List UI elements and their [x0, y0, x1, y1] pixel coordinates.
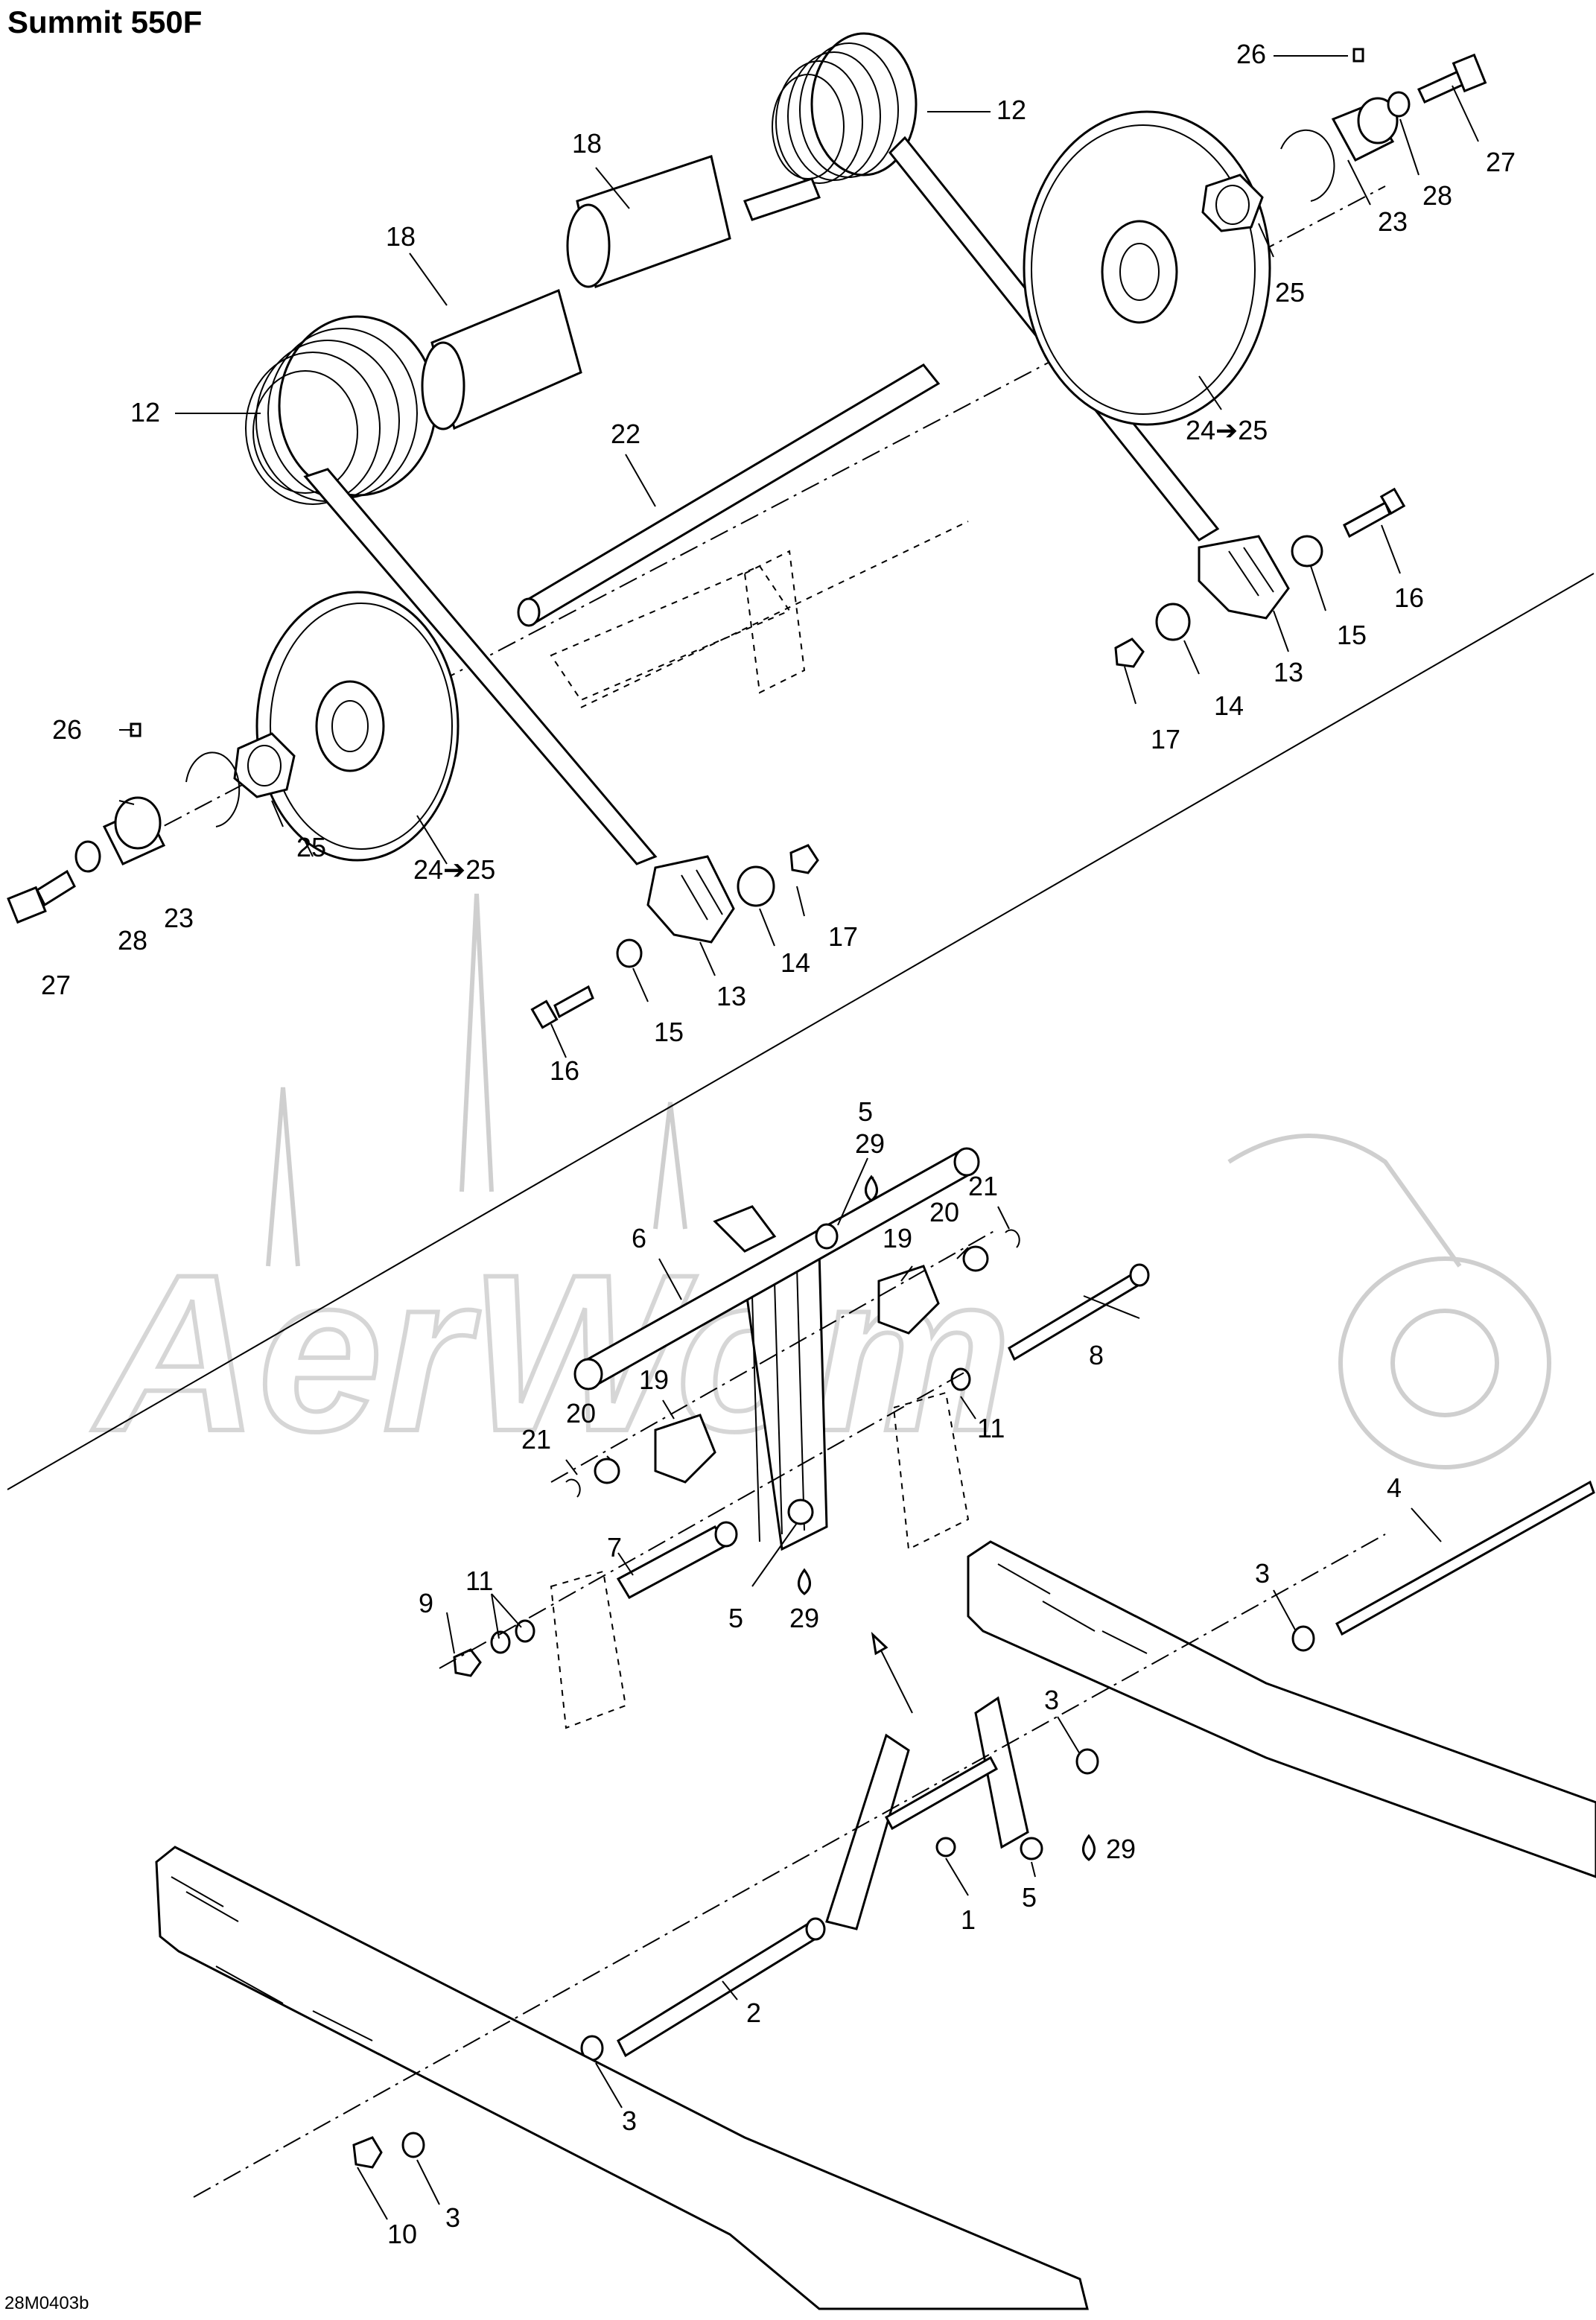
callout-16: 16 [550, 1055, 579, 1086]
callout-25: 25 [1275, 277, 1305, 308]
callout-5: 5 [1022, 1882, 1037, 1913]
callout-27: 27 [41, 970, 71, 1000]
stopper-19-upper [877, 1265, 940, 1335]
drawing-code: 28M0403b [4, 2293, 89, 2313]
callout-labels: 26 12 18 18 27 28 23 25 24➔25 12 22 16 1… [41, 39, 1516, 2249]
oil-drop-icon [1082, 1834, 1096, 1861]
callout-26: 26 [52, 714, 82, 745]
callout-9: 9 [419, 1588, 433, 1618]
callout-7: 7 [607, 1532, 622, 1563]
callout-10: 10 [387, 2219, 417, 2249]
callout-20: 20 [566, 1398, 596, 1428]
callout-8: 8 [1089, 1340, 1104, 1370]
spring-sleeves [421, 155, 731, 430]
section-divider [7, 573, 1595, 1490]
lower-arm-assembly [155, 1147, 1596, 2310]
shaft-8 [1008, 1268, 1147, 1361]
callout-14: 14 [1214, 690, 1244, 721]
callout-3: 3 [1255, 1558, 1270, 1589]
callout-6: 6 [632, 1223, 646, 1253]
callout-23: 23 [1378, 206, 1408, 237]
callout-13: 13 [716, 981, 746, 1011]
callout-12: 12 [996, 95, 1026, 125]
callout-17: 17 [1151, 724, 1180, 754]
callout-29: 29 [1106, 1834, 1136, 1864]
spring-stoppers-left [530, 844, 819, 1029]
slide-rail-left [155, 1846, 1089, 2310]
callout-20: 20 [929, 1197, 959, 1227]
upper-idler-assembly [7, 32, 1487, 1029]
leader-lines [118, 55, 1479, 2220]
watermark-text: AerWom [90, 1227, 1011, 1478]
callout-5: 5 [858, 1096, 873, 1127]
callout-19: 19 [639, 1364, 669, 1395]
callout-16: 16 [1394, 582, 1424, 613]
callout-18: 18 [386, 221, 416, 252]
callout-28: 28 [118, 925, 147, 956]
callout-3: 3 [1044, 1685, 1059, 1715]
callout-11: 11 [977, 1413, 1005, 1443]
left-wheel-hardware [7, 722, 296, 924]
shaft [519, 363, 941, 623]
callout-21: 21 [968, 1171, 998, 1201]
callout-24-25: 24➔25 [413, 854, 495, 885]
oil-drop-icon [798, 1568, 811, 1595]
rear-arm [825, 1733, 910, 1930]
callout-26: 26 [1236, 39, 1266, 69]
callout-19: 19 [883, 1223, 912, 1253]
bolt-4 [1335, 1480, 1595, 1636]
callout-17: 17 [828, 921, 858, 952]
callout-18: 18 [572, 128, 602, 159]
oil-drop-icon [865, 1175, 878, 1202]
callout-15: 15 [1337, 620, 1367, 650]
callout-4: 4 [1387, 1472, 1402, 1503]
callout-3: 3 [445, 2202, 460, 2233]
stopper-19-lower [654, 1414, 716, 1484]
watermark: AerWom [88, 893, 1551, 1480]
slide-rail-right [967, 1540, 1596, 1878]
callout-28: 28 [1422, 180, 1452, 211]
callout-5: 5 [728, 1603, 743, 1633]
callout-2: 2 [746, 1998, 761, 2028]
callout-24-25: 24➔25 [1186, 415, 1268, 445]
torsion-spring-left [245, 315, 658, 865]
callout-25: 25 [296, 832, 326, 862]
callout-29: 29 [789, 1603, 819, 1633]
callout-21: 21 [521, 1424, 551, 1455]
callout-3: 3 [622, 2106, 637, 2136]
callout-27: 27 [1486, 147, 1516, 177]
idler-wheel-right [1023, 110, 1271, 426]
lubricant-drop-icons [798, 1175, 1096, 1861]
callout-15: 15 [654, 1017, 684, 1047]
spring-stoppers-right [1114, 487, 1406, 668]
callout-29: 29 [855, 1128, 885, 1159]
idler-wheel-left [255, 591, 460, 862]
callout-22: 22 [611, 419, 640, 449]
callout-11: 11 [465, 1566, 493, 1596]
shaft-2 [617, 1919, 821, 2058]
callout-13: 13 [1274, 657, 1303, 687]
callout-1: 1 [961, 1904, 976, 1935]
callout-23: 23 [164, 903, 194, 933]
right-wheel-hardware [1201, 48, 1487, 232]
callout-14: 14 [780, 947, 810, 978]
page-title: Summit 550F [7, 4, 203, 39]
callout-12: 12 [130, 397, 160, 428]
